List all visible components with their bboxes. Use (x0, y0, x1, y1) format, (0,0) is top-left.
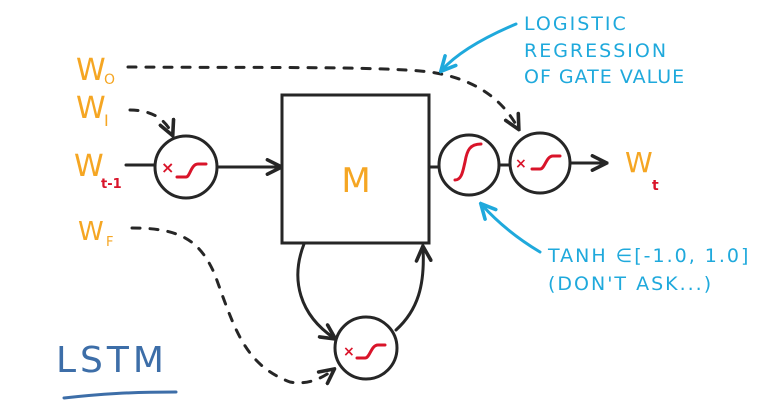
memory-cell-label: M (341, 161, 370, 201)
forget-gate: × (333, 315, 399, 381)
tanh-annotation-line-1: TANH ∈[-1.0, 1.0] (547, 245, 750, 267)
input-w-prev-base: W (74, 149, 104, 184)
input-gate: × (153, 134, 219, 200)
multiply-icon: × (161, 158, 174, 177)
input-w-o-base: W (76, 53, 106, 88)
logistic-annotation-line-2: REGRESSION (524, 40, 668, 62)
memory-cell: M (280, 93, 431, 245)
diagram-title-text: LSTM (56, 340, 168, 381)
output-w-t: W t (625, 146, 659, 194)
tanh-gate-circle (437, 133, 501, 197)
w-i-connection (128, 108, 172, 134)
logistic-annotation: LOGISTIC REGRESSION OF GATE VALUE (524, 13, 685, 88)
forget-to-memory-arrow (394, 248, 423, 332)
input-w-f: W F (78, 217, 113, 250)
input-w-f-sub: F (106, 235, 113, 250)
sigmoid-icon (355, 343, 387, 360)
memory-cell-box (280, 93, 431, 245)
output-w-t-base: W (625, 146, 653, 179)
multiply-icon: × (515, 156, 527, 172)
logistic-annotation-line-1: LOGISTIC (524, 13, 628, 35)
input-w-prev: W t-1 (74, 149, 122, 192)
input-w-i: W I (76, 91, 109, 130)
input-w-o: W O (76, 53, 115, 88)
tanh-annotation-line-2: (DON'T ASK...) (548, 273, 713, 295)
tanh-annotation-arrow (482, 205, 542, 254)
input-w-i-sub: I (104, 111, 109, 130)
input-w-f-base: W (78, 217, 104, 247)
tanh-annotation: TANH ∈[-1.0, 1.0] (DON'T ASK...) (547, 245, 750, 295)
tanh-gate (437, 133, 501, 197)
sigmoid-icon (530, 154, 562, 171)
sigmoid-icon (175, 162, 208, 179)
w-o-connection (126, 65, 518, 128)
w-f-connection (130, 226, 333, 383)
title-underline (62, 390, 178, 400)
output-w-t-sub: t (652, 178, 659, 194)
logistic-annotation-arrow (442, 22, 518, 70)
input-w-i-base: W (76, 91, 106, 126)
logistic-annotation-line-3: OF GATE VALUE (524, 66, 685, 88)
memory-to-forget-arrow (296, 242, 334, 338)
input-w-o-sub: O (104, 72, 115, 88)
input-w-prev-sub: t-1 (101, 177, 122, 192)
multiply-icon: × (343, 344, 355, 360)
forget-gate-circle (333, 315, 399, 381)
tanh-icon (453, 142, 483, 182)
output-gate: × (508, 131, 572, 195)
diagram-title: LSTM (56, 340, 178, 400)
